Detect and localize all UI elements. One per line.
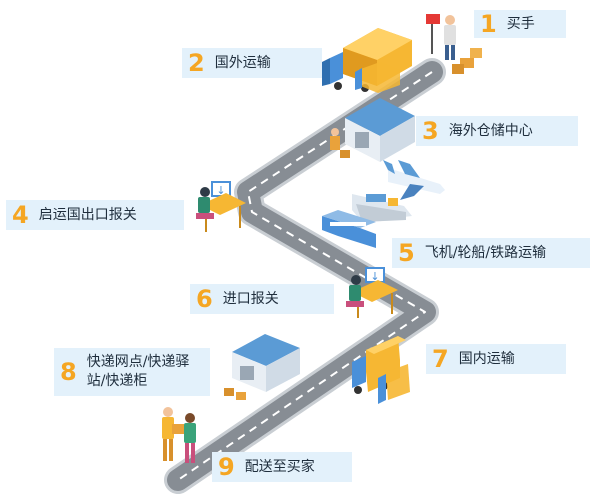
buyer-with-flag-icon (426, 14, 482, 74)
step-text: 进口报关 (222, 290, 279, 307)
step-6-label: 6 进口报关 (190, 284, 334, 314)
warehouse-icon (330, 98, 415, 162)
train-icon (322, 210, 376, 248)
step-8-label: 8 快递网点/快递驿 站/快递柜 (54, 348, 210, 396)
step-text: 国外运输 (214, 54, 271, 71)
step-9-label: 9 配送至买家 (212, 452, 352, 482)
customs-officer-desk-icon: ↓ (346, 267, 398, 318)
step-text-line-1: 快递网点/快递驿 (86, 354, 190, 370)
step-text: 海外仓储中心 (448, 122, 533, 139)
step-4-label: 4 启运国出口报关 (6, 200, 184, 230)
step-text: 快递网点/快递驿 站/快递柜 (87, 353, 190, 391)
step-number: 6 (196, 285, 213, 313)
road (164, 58, 446, 494)
step-text: 配送至买家 (244, 458, 315, 475)
step-1-label: 1 买手 (474, 10, 566, 38)
step-text: 买手 (506, 15, 535, 32)
warehouse-icon (224, 334, 300, 400)
step-number: 7 (432, 345, 449, 373)
step-text: 国内运输 (458, 350, 515, 367)
ship-icon (352, 194, 412, 222)
step-number: 2 (188, 49, 205, 77)
courier-delivery-icon (162, 407, 196, 463)
step-text-line-2: 站/快递柜 (86, 373, 148, 389)
step-5-label: 5 飞机/轮船/铁路运输 (392, 238, 590, 268)
svg-text:↓: ↓ (370, 270, 379, 283)
svg-text:↓: ↓ (216, 184, 225, 197)
step-text: 启运国出口报关 (38, 206, 137, 223)
step-number: 4 (12, 201, 29, 229)
step-number: 1 (480, 10, 497, 38)
step-text: 飞机/轮船/铁路运输 (424, 244, 547, 261)
step-2-label: 2 国外运输 (182, 48, 322, 78)
customs-officer-desk-icon: ↓ (196, 181, 246, 232)
truck-icon (352, 336, 410, 404)
step-number: 5 (398, 239, 415, 267)
step-3-label: 3 海外仓储中心 (416, 116, 578, 146)
truck-icon (322, 28, 412, 93)
airplane-icon (383, 160, 445, 200)
step-number: 8 (60, 358, 77, 386)
step-7-label: 7 国内运输 (426, 344, 566, 374)
step-number: 3 (422, 117, 439, 145)
step-number: 9 (218, 453, 235, 481)
